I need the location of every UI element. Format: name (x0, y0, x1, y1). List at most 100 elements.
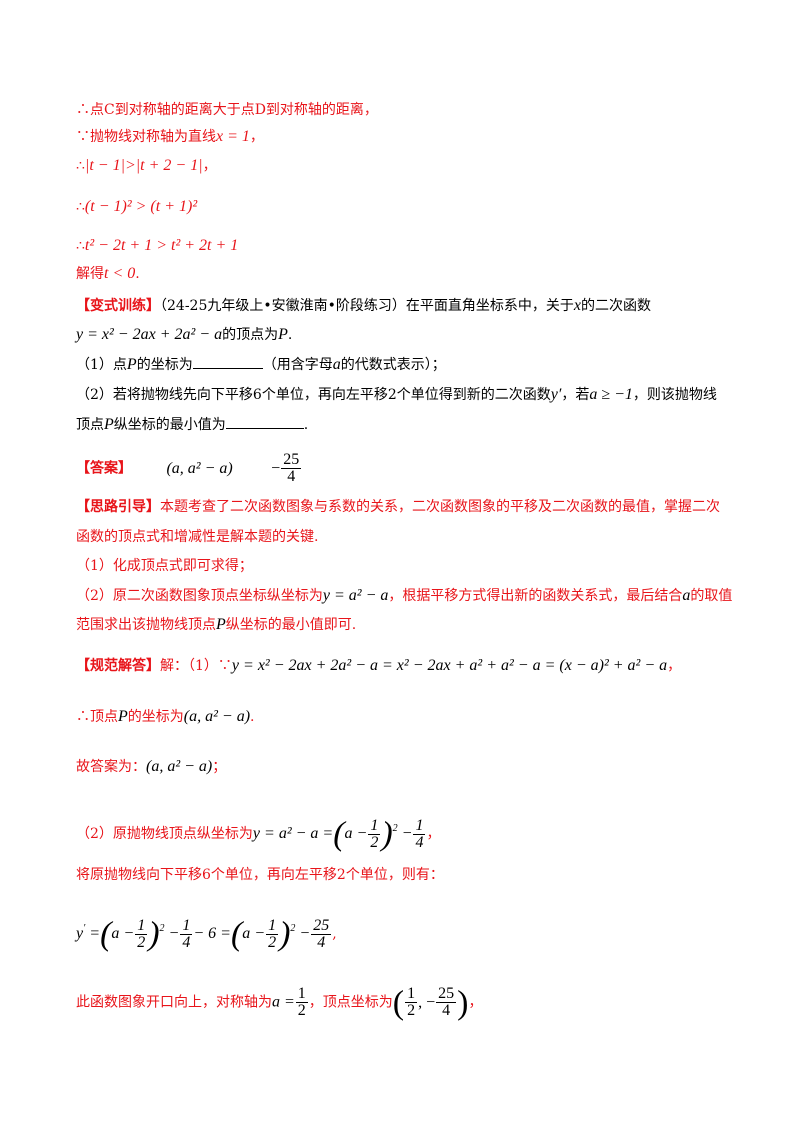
numerator: 1 (266, 917, 279, 935)
solution-vertex: ∴顶点P的坐标为(a, a² − a). (76, 707, 254, 727)
line-distance-compare: ∴点C到对称轴的距离大于点D到对称轴的距离， (76, 100, 378, 120)
numerator: 1 (135, 917, 148, 935)
line-expanded: ∴t² − 2t + 1 > t² + 2t + 1 (76, 236, 238, 256)
text: ， (667, 658, 682, 674)
math: t < 0 (104, 265, 136, 282)
text: 的坐标为 (136, 357, 193, 373)
numerator: 1 (405, 985, 418, 1004)
analysis-line-2: 函数的顶点式和增减性是解本题的关键. (76, 527, 318, 547)
text: . (250, 709, 255, 725)
answer-blank (192, 354, 263, 369)
denominator: 4 (415, 834, 424, 851)
answer-1: (a, a² − a) (166, 459, 233, 477)
math: y = x² − 2ax + 2a² − a = x² − 2ax + a² +… (231, 657, 668, 674)
denominator: 2 (268, 934, 277, 951)
math: (t − 1)² > (t + 1)² (84, 198, 198, 215)
text: 的二次函数 (580, 298, 651, 314)
text: ， (426, 826, 441, 843)
text: . (135, 266, 140, 282)
math: y = a² − a (322, 587, 389, 604)
text: 纵坐标的最小值为 (113, 417, 226, 433)
analysis-line-1: 【思路引导】本题考查了二次函数图象与系数的关系，二次函数图象的平移及二次函数的最… (76, 497, 720, 517)
text: ，顶点坐标为 (308, 994, 393, 1011)
text: ， (202, 158, 217, 174)
question-2: （2）若将抛物线先向下平移6个单位，再向左平移2个单位得到新的二次函数y′，若a… (76, 385, 717, 405)
math: P (126, 356, 137, 373)
solution-line-1: 【规范解答】解：（1）∵y = x² − 2ax + 2a² − a = x² … (76, 656, 681, 676)
denominator: 2 (297, 1002, 306, 1019)
text: 纵坐标的最小值即可. (225, 617, 357, 633)
text: （2）若将抛物线先向下平移6个单位，再向左平移2个单位得到新的二次函数 (76, 387, 551, 403)
text: 函数的顶点式和增减性是解本题的关键. (76, 529, 319, 545)
text: （24-25九年级上•安徽淮南•阶段练习）在平面直角坐标系中，关于 (160, 298, 574, 314)
question-1: （1）点P的坐标为（用含字母a的代数式表示）； (76, 354, 446, 375)
numerator: 25 (281, 451, 302, 469)
text: 此函数图象开口向上，对称轴为 (76, 994, 272, 1011)
text: 的顶点为 (222, 327, 279, 343)
denominator: 4 (442, 1002, 451, 1020)
analysis-tag: 【思路引导】 (76, 499, 160, 515)
solution-answer-1: 故答案为：(a, a² − a)； (76, 757, 226, 777)
solution-translation: 将原抛物线向下平移6个单位，再向左平移2个单位，则有： (76, 865, 444, 885)
math: a = (272, 993, 295, 1011)
analysis-step-1: （1）化成顶点式即可求得； (76, 556, 253, 576)
math: a (332, 356, 341, 373)
answer-tag: 【答案】 (76, 460, 132, 477)
text: . (287, 327, 293, 343)
text: 本题考查了二次函数图象与系数的关系，二次函数图象的平移及二次函数的最值，掌握二次 (160, 499, 720, 515)
question-2-cont: 顶点P纵坐标的最小值为. (76, 414, 308, 435)
math: x = 1 (216, 128, 250, 145)
math: y′ (550, 386, 562, 403)
denominator: 4 (317, 934, 326, 951)
math: (a, a² − a) (146, 758, 213, 775)
math: y = x² − 2ax + 2a² − a (76, 326, 223, 343)
numerator: 1 (413, 817, 426, 835)
therefore: ∴ (76, 238, 85, 254)
denominator: 4 (182, 934, 191, 951)
solution-tag: 【规范解答】 (76, 658, 160, 674)
analysis-step-2: （2）原二次函数图象顶点坐标纵坐标为y = a² − a，根据平移方式得出新的函… (76, 586, 732, 606)
variant-function: y = x² − 2ax + 2a² − a的顶点为P. (76, 325, 292, 345)
math: a ≥ −1 (589, 386, 633, 403)
math: x (573, 297, 581, 314)
text: ∴顶点 (76, 709, 118, 725)
line-square-inequality: ∴(t − 1)² > (t + 1)² (76, 197, 197, 217)
numerator: 25 (436, 985, 457, 1004)
text: . (303, 417, 309, 433)
text: 解得 (76, 266, 104, 282)
answer-blank (225, 414, 304, 429)
math: |t − 1|>|t + 2 − 1| (84, 157, 203, 174)
text: 的代数式表示）； (340, 357, 446, 373)
text: ∴点C到对称轴的距离大于点D到对称轴的距离， (76, 102, 378, 118)
line-axis: ∵抛物线对称轴为直线x = 1， (76, 127, 264, 147)
text: ， (468, 994, 483, 1011)
variant-tag: 【变式训练】 (76, 298, 160, 314)
text: ，则该抛物线 (632, 387, 717, 403)
text: 的取值 (690, 588, 733, 604)
variant-training-header: 【变式训练】（24-25九年级上•安徽淮南•阶段练习）在平面直角坐标系中，关于x… (76, 296, 651, 316)
line-result: 解得t < 0. (76, 264, 140, 284)
numerator: 1 (368, 817, 381, 835)
numerator: 1 (180, 917, 193, 935)
math: t² − 2t + 1 > t² + 2t + 1 (84, 237, 239, 254)
text: 解：（1）∵ (160, 658, 232, 674)
text: ， (249, 129, 264, 145)
text: ； (212, 759, 227, 775)
text: ，若 (561, 387, 590, 403)
text: ，根据平移方式得出新的函数关系式，最后结合 (388, 588, 683, 604)
text: （1）点 (76, 357, 127, 373)
answer-2-sign: − (271, 459, 281, 477)
line-abs-inequality: ∴|t − 1|>|t + 2 − 1|， (76, 156, 217, 176)
text: （2）原二次函数图象顶点坐标纵坐标为 (76, 588, 323, 604)
analysis-step-2-cont: 范围求出该抛物线顶点P纵坐标的最小值即可. (76, 615, 356, 635)
math: P (278, 326, 288, 343)
math: P (104, 416, 114, 433)
denominator: 2 (370, 834, 379, 851)
text: （1）化成顶点式即可求得； (76, 558, 253, 574)
